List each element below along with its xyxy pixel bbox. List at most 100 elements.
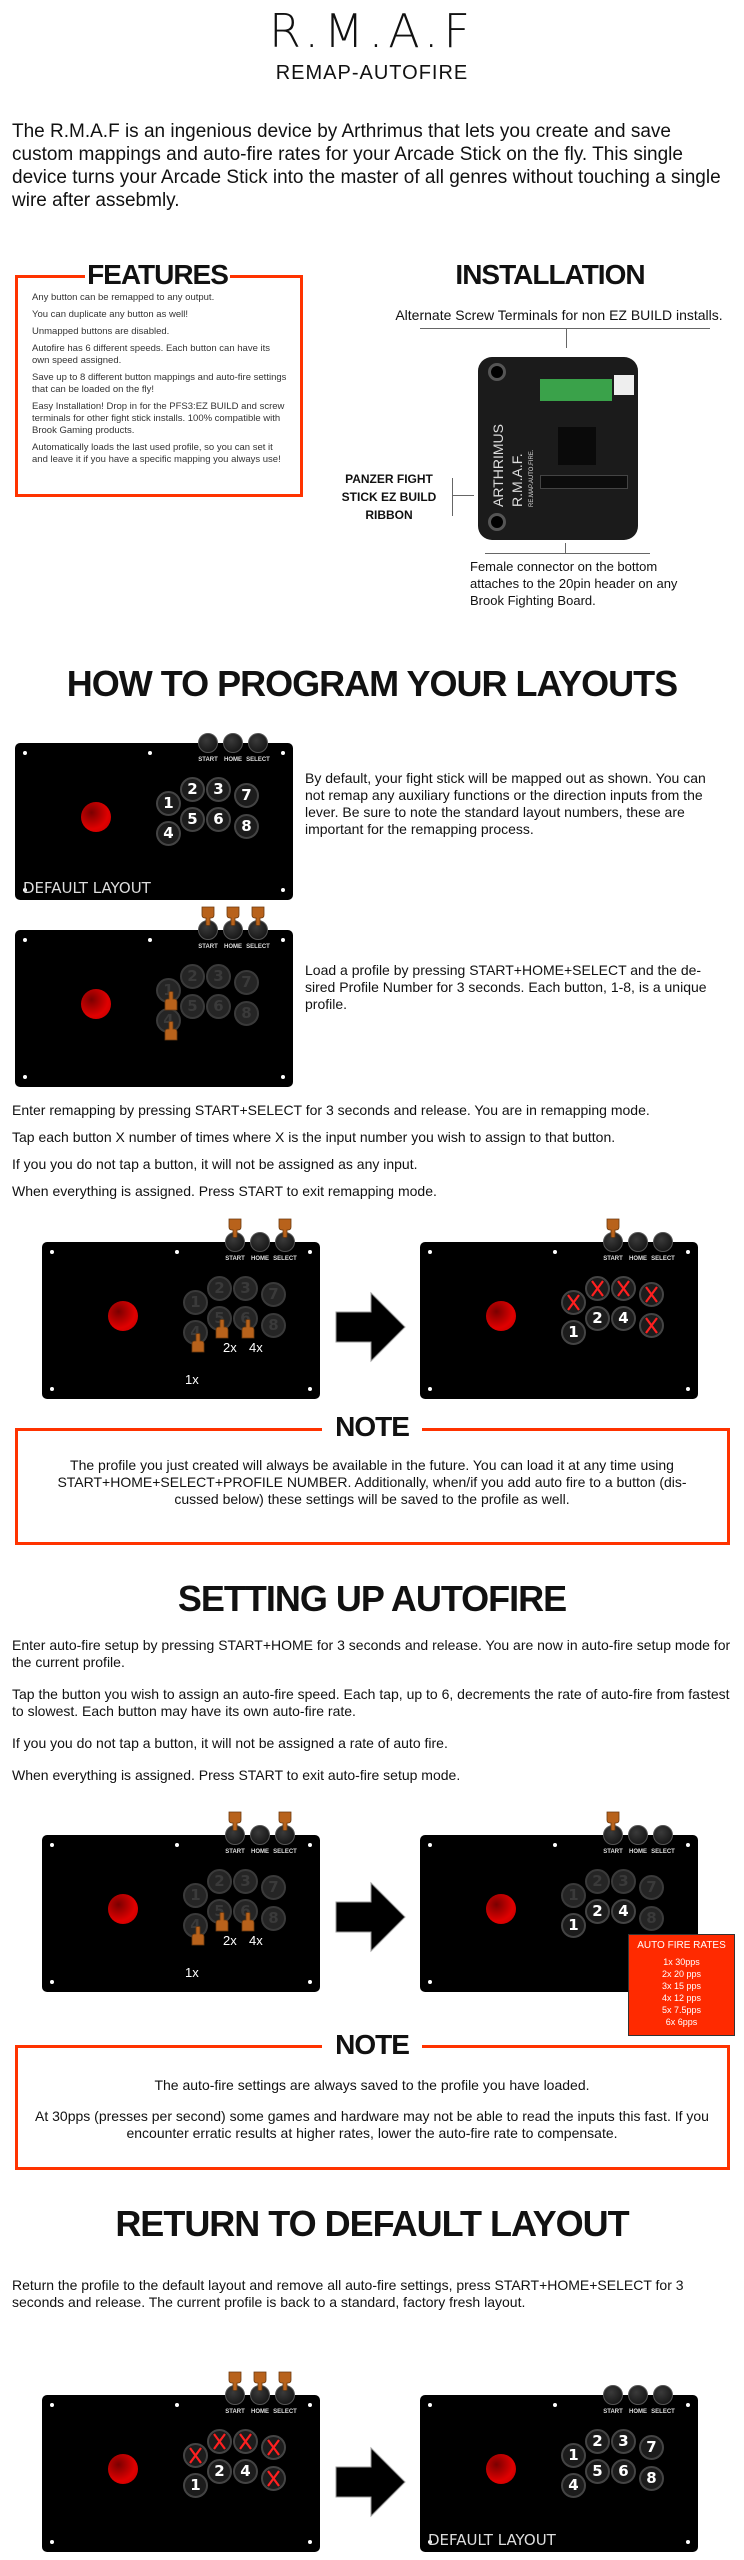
button-select[interactable] [653, 1825, 673, 1845]
note-text-2: The auto-fire settings are always saved … [35, 2077, 709, 2141]
button-start[interactable] [603, 2385, 623, 2405]
pcb-image: ARTHRIMUS R.M.A.F. RE.MAP.AUTO.FIRE. [478, 357, 638, 540]
button-select[interactable] [248, 733, 268, 753]
face-button-3[interactable]: 3 [206, 964, 231, 989]
face-button-2[interactable]: 2 [180, 777, 205, 802]
face-button-8[interactable]: 8 [234, 1001, 259, 1026]
remap-steps: Enter remapping by pressing START+SELECT… [12, 1102, 650, 1199]
label-select: SELECT [246, 757, 270, 763]
face-button-6[interactable]: 6 [206, 994, 231, 1019]
face-button-7[interactable]: 7 [261, 1875, 286, 1900]
joystick-ball[interactable] [81, 989, 111, 1019]
label-start: START [198, 944, 218, 950]
ribbon-label: PANZER FIGHT STICK EZ BUILD RIBBON [341, 472, 437, 522]
face-button-2[interactable]: 2 [207, 1869, 232, 1894]
joystick-ball[interactable] [486, 1301, 516, 1331]
button-home[interactable] [628, 1232, 648, 1252]
face-button-5[interactable]: 5 [180, 807, 205, 832]
button-label: 1 [163, 981, 174, 999]
face-button-3[interactable]: 3 [206, 777, 231, 802]
face-button-2[interactable] [207, 2429, 232, 2454]
button-label: 8 [268, 1316, 279, 1334]
face-button-5[interactable]: 5 [180, 994, 205, 1019]
face-button-5[interactable]: 2 [585, 1899, 610, 1924]
screw-dot [281, 751, 285, 755]
joystick-ball[interactable] [108, 1894, 138, 1924]
face-button-7[interactable] [639, 1282, 664, 1307]
face-button-2[interactable]: 2 [585, 1869, 610, 1894]
joystick-ball[interactable] [486, 2454, 516, 2484]
face-button-7[interactable]: 7 [261, 1282, 286, 1307]
face-button-6[interactable]: 4 [233, 2459, 258, 2484]
face-button-1[interactable]: 1 [561, 2443, 586, 2468]
face-button-1[interactable]: 1 [156, 791, 181, 816]
face-button-2[interactable]: 2 [207, 1276, 232, 1301]
face-button-1[interactable]: 1 [561, 1883, 586, 1908]
button-home[interactable] [250, 1232, 270, 1252]
face-button-7[interactable]: 7 [639, 1875, 664, 1900]
button-label: 2 [214, 1872, 225, 1890]
face-button-6[interactable]: 6 [206, 807, 231, 832]
button-label: 4 [163, 824, 174, 842]
face-button-2[interactable]: 2 [180, 964, 205, 989]
face-button-8[interactable] [261, 2466, 286, 2491]
face-button-3[interactable] [233, 2429, 258, 2454]
face-button-1[interactable]: 1 [156, 978, 181, 1003]
face-button-3[interactable]: 3 [233, 1869, 258, 1894]
face-button-1[interactable]: 1 [183, 1883, 208, 1908]
screw-dot [50, 1843, 54, 1847]
face-button-6[interactable]: 4 [611, 1306, 636, 1331]
button-select[interactable] [653, 1232, 673, 1252]
face-button-7[interactable] [261, 2435, 286, 2460]
face-button-4[interactable]: 4 [561, 2473, 586, 2498]
pcb-tag: RE.MAP.AUTO.FIRE. [529, 449, 535, 507]
hand-pointer-icon [278, 2371, 292, 2391]
face-button-7[interactable]: 7 [234, 783, 259, 808]
face-button-7[interactable]: 7 [639, 2435, 664, 2460]
face-button-6[interactable]: 6 [611, 2459, 636, 2484]
button-label: 7 [268, 1878, 279, 1896]
screw-dot [50, 1980, 54, 1984]
face-button-4[interactable]: 4 [156, 821, 181, 846]
face-button-8[interactable]: 8 [639, 1906, 664, 1931]
button-home[interactable] [223, 733, 243, 753]
default-layout-text: By default, your fight stick will be map… [305, 770, 706, 837]
face-button-4[interactable]: 1 [561, 1913, 586, 1938]
screw-dot [50, 2403, 54, 2407]
face-button-4[interactable]: 1 [561, 1320, 586, 1345]
face-button-2[interactable] [585, 1276, 610, 1301]
face-button-7[interactable]: 7 [234, 970, 259, 995]
face-button-3[interactable] [611, 1276, 636, 1301]
face-button-6[interactable]: 6 [233, 1306, 258, 1331]
face-button-1[interactable] [183, 2443, 208, 2468]
joystick-ball[interactable] [108, 2454, 138, 2484]
face-button-5[interactable]: 2 [585, 1306, 610, 1331]
joystick-ball[interactable] [81, 802, 111, 832]
joystick-ball[interactable] [108, 1301, 138, 1331]
face-button-1[interactable]: 1 [183, 1290, 208, 1315]
face-button-3[interactable]: 3 [233, 1276, 258, 1301]
face-button-8[interactable] [639, 1313, 664, 1338]
button-home[interactable] [250, 1825, 270, 1845]
hand-pointer-icon [253, 2371, 267, 2391]
face-button-8[interactable]: 8 [639, 2466, 664, 2491]
face-button-8[interactable]: 8 [261, 1313, 286, 1338]
button-label: 4 [190, 1916, 201, 1934]
face-button-1[interactable] [561, 1290, 586, 1315]
disabled-x-icon [239, 2433, 252, 2450]
button-home[interactable] [628, 2385, 648, 2405]
face-button-8[interactable]: 8 [234, 814, 259, 839]
button-select[interactable] [653, 2385, 673, 2405]
face-button-6[interactable]: 4 [611, 1899, 636, 1924]
face-button-5[interactable]: 2 [207, 2459, 232, 2484]
face-button-8[interactable]: 8 [261, 1906, 286, 1931]
joystick-ball[interactable] [486, 1894, 516, 1924]
button-start[interactable] [198, 733, 218, 753]
autofire-steps: Enter auto-fire setup by pressing START+… [12, 1637, 731, 1783]
face-button-5[interactable]: 5 [585, 2459, 610, 2484]
face-button-4[interactable]: 1 [183, 2473, 208, 2498]
face-button-3[interactable]: 3 [611, 1869, 636, 1894]
face-button-3[interactable]: 3 [611, 2429, 636, 2454]
button-home[interactable] [628, 1825, 648, 1845]
face-button-2[interactable]: 2 [585, 2429, 610, 2454]
